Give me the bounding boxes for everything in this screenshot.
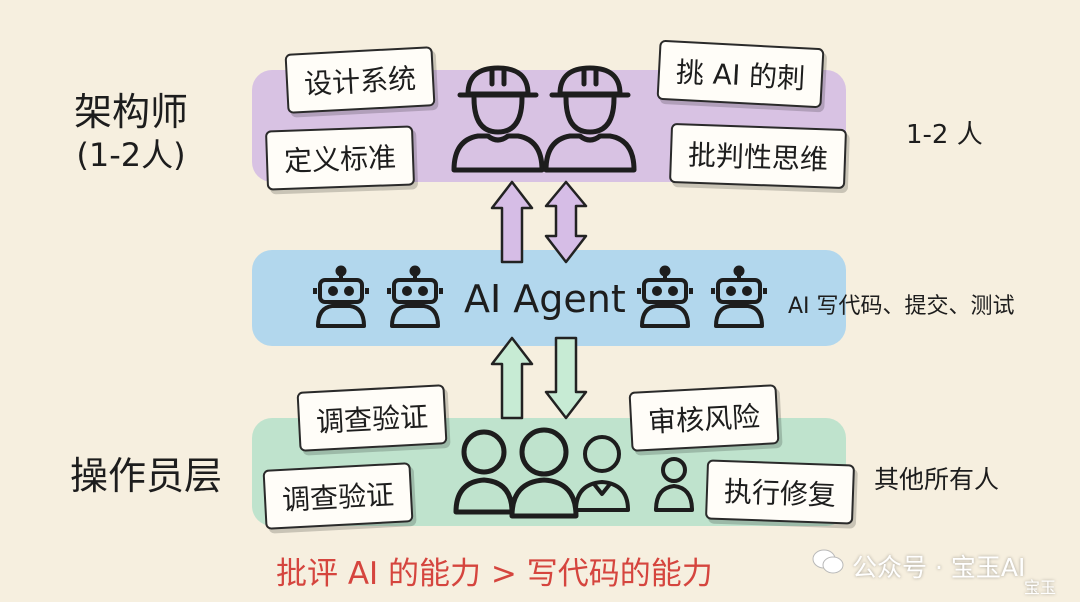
architect-label: 架构师 (1-2人) xyxy=(74,90,189,174)
operator-people xyxy=(453,427,694,519)
up-arrow-icon xyxy=(490,336,534,420)
architect-sub-label: (1-2人) xyxy=(76,135,186,174)
wechat-logo-icon xyxy=(812,549,844,574)
robot-icon xyxy=(711,265,767,328)
up-arrow-icon xyxy=(490,180,534,264)
tag-investigate-verify-1: 调查验证 xyxy=(296,384,448,452)
person-icon xyxy=(654,457,694,512)
person-icon xyxy=(574,435,630,512)
agent-operator-arrows xyxy=(490,336,588,420)
agent-layer xyxy=(252,250,846,346)
robot-icon xyxy=(313,265,369,328)
tag-investigate-verify-2: 调查验证 xyxy=(262,462,414,530)
architect-note: 1-2 人 xyxy=(906,120,983,150)
tag-critical-thinking: 批判性思维 xyxy=(669,122,848,190)
agent-note: AI 写代码、提交、测试 xyxy=(788,294,1015,319)
down-arrow-icon xyxy=(544,336,588,420)
watermark-text: 公众号 · 宝玉AI xyxy=(852,553,1026,582)
robot-icon xyxy=(637,265,693,328)
tag-design-system: 设计系统 xyxy=(284,46,436,114)
watermark-sub: 宝玉 xyxy=(1024,578,1057,597)
hard-hat-person-icon xyxy=(451,65,545,173)
operator-label: 操作员层 xyxy=(70,454,223,498)
tag-define-standards: 定义标准 xyxy=(264,125,416,191)
architect-people xyxy=(451,65,637,173)
hard-hat-person-icon xyxy=(543,65,637,173)
architect-agent-arrows xyxy=(490,180,588,264)
double-arrow-icon xyxy=(544,180,588,264)
tag-execute-fix: 执行修复 xyxy=(704,459,856,525)
agent-title: AI Agent xyxy=(464,277,626,321)
person-icon xyxy=(509,427,579,519)
operator-note: 其他所有人 xyxy=(874,465,1000,494)
conclusion-text: 批评 AI 的能力 > 写代码的能力 xyxy=(276,556,713,592)
tag-nitpick-ai: 挑 AI 的刺 xyxy=(656,39,825,109)
person-icon xyxy=(453,429,515,515)
robot-icon xyxy=(387,265,443,328)
